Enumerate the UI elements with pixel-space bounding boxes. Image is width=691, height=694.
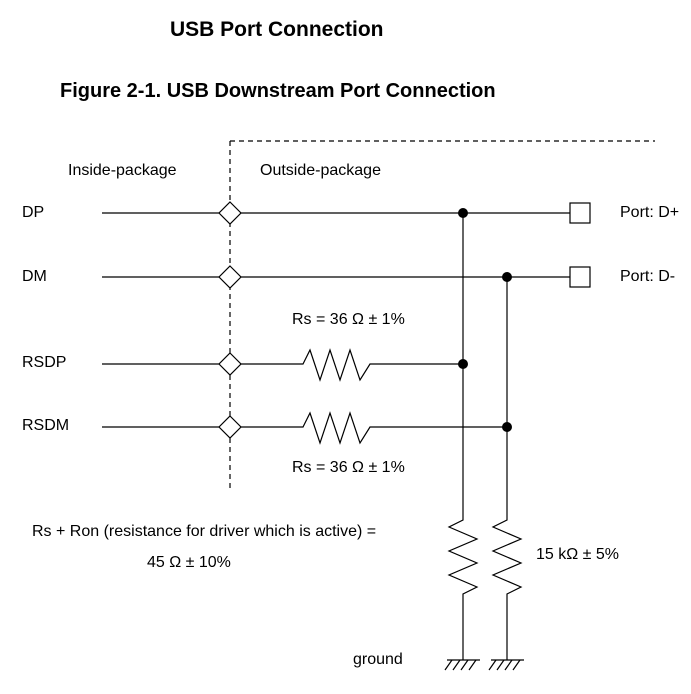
rs-top-resistor: [296, 348, 378, 382]
section-title: USB Port Connection: [170, 18, 384, 41]
junction-dot: [458, 359, 468, 369]
ground-symbol-dp: [444, 659, 480, 671]
pulldown-value: 15 kΩ ± 5%: [536, 546, 619, 563]
inside-package-label: Inside-package: [68, 162, 177, 179]
junction-dot: [502, 422, 512, 432]
junction-dot: [502, 272, 512, 282]
rs-top-value: Rs = 36 Ω ± 1%: [292, 311, 405, 328]
signal-label-dm: DM: [22, 268, 47, 285]
signal-label-rsdp: RSDP: [22, 354, 67, 371]
ground-label: ground: [353, 651, 403, 668]
junction-dot: [458, 208, 468, 218]
rsdm-pin-diamond: [218, 415, 242, 439]
dm-pin-diamond: [218, 265, 242, 289]
note-line-1: Rs + Ron (resistance for driver which is…: [32, 523, 377, 540]
signal-label-rsdm: RSDM: [22, 417, 70, 434]
rs-bottom-value: Rs = 36 Ω ± 1%: [292, 459, 405, 476]
port-dminus-terminal: [569, 266, 591, 288]
dp-pin-diamond: [218, 201, 242, 225]
dp-pulldown-resistor: [447, 515, 479, 602]
rsdp-pin-diamond: [218, 352, 242, 376]
ground-symbol-dm: [488, 659, 524, 671]
outside-package-label: Outside-package: [260, 162, 381, 179]
port-dplus-terminal: [569, 202, 591, 224]
signal-label-dp: DP: [22, 204, 45, 221]
rs-bottom-resistor: [296, 411, 378, 445]
note-line-2: 45 Ω ± 10%: [147, 554, 231, 568]
port-label-dminus: Port: D-: [620, 268, 676, 285]
dm-pulldown-resistor: [491, 515, 523, 602]
port-label-dplus: Port: D+: [620, 204, 680, 221]
figure-title: Figure 2-1. USB Downstream Port Connecti…: [60, 80, 496, 102]
